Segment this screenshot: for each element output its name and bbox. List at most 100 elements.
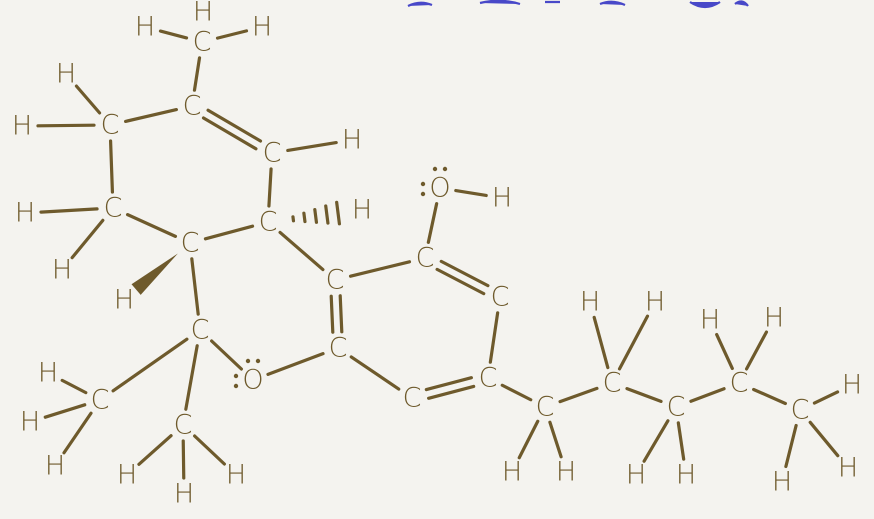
stereo-bonds [131,200,342,295]
carbon-atom-label: C [181,228,200,259]
hydrogen-atom-label: H [492,183,512,214]
hydrogen-atom-label: H [45,451,65,482]
bond-line [184,344,199,411]
bond-line [36,123,96,128]
carbon-atom-label: C [263,138,282,169]
hydrogen-atom-label: H [193,0,213,28]
double-bond-line [201,116,258,151]
hydrogen-atom-label: H [12,111,32,142]
bond-line [286,140,338,153]
bond-line [517,419,540,460]
hashed-bond-stroke [335,200,342,226]
bond-line [488,311,500,364]
bond-line [74,84,102,115]
oxygen-atom-label: O [429,173,450,204]
double-bond-line [439,259,490,288]
carbon-atom-label: C [326,265,345,296]
hydrogen-atom-label: H [772,467,792,498]
blue-ink-fragment [407,0,749,9]
bond-line [60,378,88,395]
bond-line [62,411,93,455]
double-bond-line [427,384,476,400]
bond-line [190,257,200,316]
bond-line [203,224,255,241]
bond-line [348,260,412,278]
bond-line [193,434,226,466]
hydrogen-atom-label: H [626,460,646,491]
bond-line [349,355,401,391]
carbon-atom-label: C [174,410,193,441]
carbon-atom-label: C [667,392,686,423]
bond-line [111,337,189,393]
hydrogen-atom-label: H [38,358,58,389]
carbon-atom-label: C [191,315,210,346]
lone-pair-dot [420,181,426,187]
bond-line [70,218,105,260]
bond-line [752,387,787,406]
lone-pair-dot [233,383,239,389]
hydrogen-atom-label: H [764,303,784,334]
hydrogen-atom-label: H [117,460,137,491]
bonds [36,29,840,480]
carbon-atom-label: C [479,363,498,394]
lone-pair-dot [245,358,251,364]
bond-line [592,315,610,370]
hydrogen-atom-label: H [556,457,576,488]
lone-pairs [233,166,448,389]
carbon-atom-label: C [91,385,110,416]
hydrogen-atom-label: H [15,198,35,229]
bond-line [158,29,189,40]
hydrogen-atom-label: H [174,479,194,510]
bond-line [625,387,663,403]
bond-line [715,332,734,371]
carbon-atom-label: C [730,368,749,399]
bond-line [266,352,325,376]
oxygen-atom-label: O [242,365,263,396]
bond-line [548,420,563,459]
hydrogen-atom-label: H [20,407,40,438]
hydrogen-atom-label: H [342,125,362,156]
bond-line [278,230,325,272]
bond-line [125,213,178,238]
carbon-atom-label: C [536,392,555,423]
lone-pair-dot [442,166,448,172]
double-bond-line [424,376,473,392]
bond-line [784,423,798,469]
lone-pair-dot [255,358,261,364]
lone-pair-dot [233,373,239,379]
carbon-atom-label: C [183,91,202,122]
hydrogen-atom-label: H [502,457,522,488]
bond-line [137,434,173,466]
hashed-bond-stroke [291,215,296,223]
bond-line [500,383,533,402]
bond-line [808,420,840,458]
hydrogen-atom-label: H [52,255,72,286]
bond-line [642,419,670,463]
hydrogen-atom-label: H [580,287,600,318]
carbon-atom-label: C [193,27,212,58]
double-bond-line [329,294,335,334]
hashed-bond-stroke [313,207,319,224]
carbon-atom-label: C [403,383,422,414]
hashed-bond-stroke [324,204,330,225]
hydrogen-atom-label: H [114,285,134,316]
hydrogen-atom-label: H [842,370,862,401]
bond-line [192,56,202,92]
hydrogen-atom-label: H [700,305,720,336]
bond-line [744,330,769,371]
carbon-atom-label: C [603,368,622,399]
bond-line [676,421,686,461]
bond-line [689,387,726,403]
carbon-atom-label: C [101,110,120,141]
bond-line [43,403,87,419]
hydrogen-atom-label: H [135,12,155,43]
bond-line [267,167,273,208]
bond-line [123,108,179,123]
double-bond-line [338,294,344,334]
wedge-bond [131,253,178,295]
bond-line [812,390,840,405]
bond-line [215,29,249,40]
bond-line [558,386,599,404]
